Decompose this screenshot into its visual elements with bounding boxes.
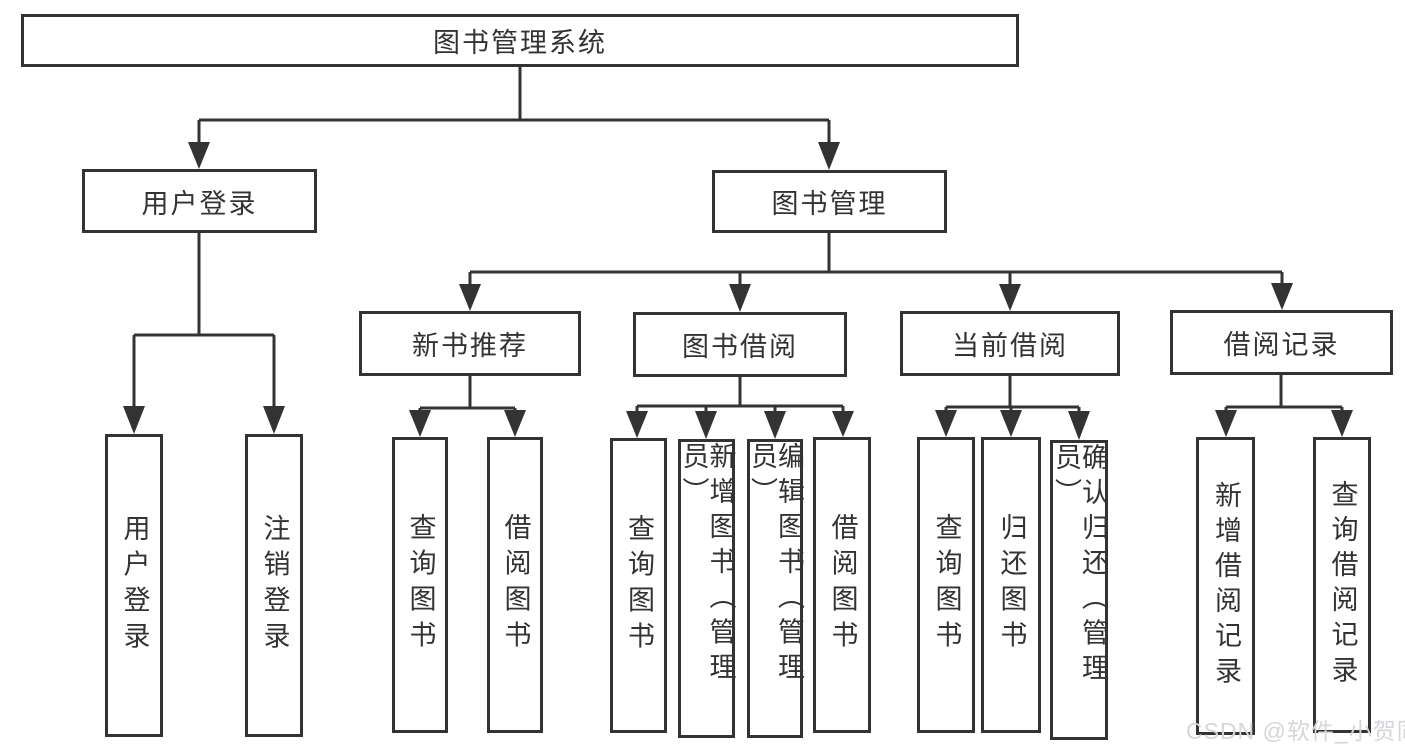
node-label: 查询图书 [624,513,654,658]
node-query-borrow-record: 查询借阅记录 [1313,437,1371,733]
node-user-login: 用户登录 [82,169,317,233]
node-label: 借阅图书 [827,513,858,657]
node-book-borrowing: 图书借阅 [633,312,847,377]
node-label: 归还图书 [996,513,1027,657]
node-label: 查询图书 [931,513,962,657]
node-borrow-books: 借阅图书 [813,437,871,733]
watermark: CSDN @软件_小贺同学 [1186,718,1405,744]
node-book-management: 图书管理 [712,170,947,233]
node-return-books: 归还图书 [981,437,1041,733]
node-label: 新增图书（管理员） [678,442,736,688]
node-label: 编辑图书（管理员） [747,442,804,688]
node-label: 用户登录 [119,513,150,658]
node-query-books-current: 查询图书 [917,437,975,733]
node-label: 借阅图书 [500,513,531,657]
node-add-borrow-record: 新增借阅记录 [1196,437,1255,735]
node-library-system: 图书管理系统 [21,14,1019,67]
node-label: 查询图书 [405,513,436,657]
node-confirm-return-admin: 确认归还（管理员） [1050,440,1108,740]
node-label: 注销登录 [259,513,290,658]
node-user-login-action: 用户登录 [105,434,163,737]
node-label: 新增借阅记录 [1211,480,1241,692]
node-edit-books-admin: 编辑图书（管理员） [747,439,804,738]
node-logout-action: 注销登录 [245,434,303,737]
node-query-books-borrow: 查询图书 [610,438,667,733]
node-query-books-recommend: 查询图书 [392,437,448,733]
node-label: 查询借阅记录 [1327,479,1358,691]
node-new-book-recommend: 新书推荐 [359,311,581,376]
node-label: 确认归还（管理员） [1051,443,1108,689]
node-add-books-admin: 新增图书（管理员） [678,439,736,738]
node-current-borrowing: 当前借阅 [900,311,1120,376]
node-borrowing-records: 借阅记录 [1170,310,1393,375]
node-borrow-books-recommend: 借阅图书 [487,437,543,733]
